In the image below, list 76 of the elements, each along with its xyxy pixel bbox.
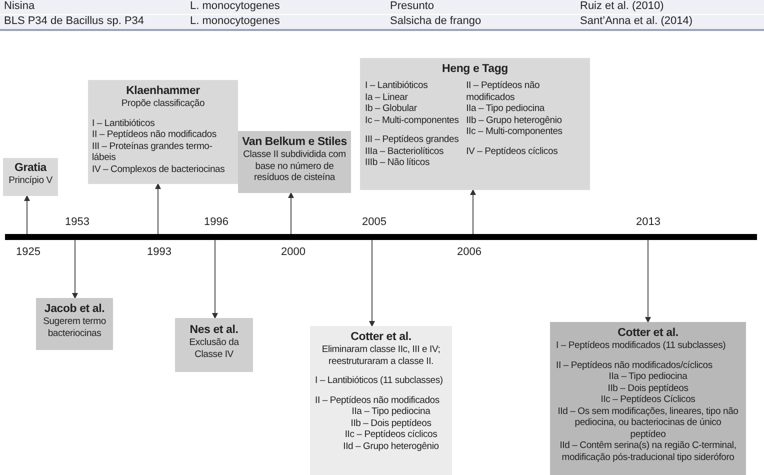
description-text: Sugerem termo bacteriocinas <box>42 316 107 339</box>
class-item: Ic – Multi-componentes <box>365 114 460 126</box>
class-item: IIb – Dois peptídeos <box>350 418 432 429</box>
year-label: 2005 <box>362 216 386 228</box>
author-heading: Gratia <box>13 161 48 175</box>
description-text: Exclusão da Classe IV <box>188 337 240 360</box>
author-heading: Van Belkum e Stiles <box>241 135 348 149</box>
year-label: 1996 <box>204 216 228 228</box>
author-heading: Klaenhammer <box>125 84 201 98</box>
table-cell-text: Presunto <box>390 0 434 12</box>
class-item: II – Peptídeos não modificados/cíclicos <box>556 360 714 371</box>
class-item: I – Peptídeos modificados (11 subclasses) <box>556 340 727 352</box>
class-item: IV – Peptídeos cíclicos <box>466 146 559 157</box>
class-item: I – Lantibióticos (11 subclasses) <box>315 375 444 386</box>
arrow <box>288 192 294 234</box>
class-item: I – Lantibióticos <box>365 80 429 92</box>
class-item: II – Peptídeos não modificados <box>315 394 440 406</box>
event-box <box>36 298 113 350</box>
author-heading: Jacob et al. <box>43 302 106 316</box>
class-item: IV – Complexos de bacteriocinas <box>92 164 226 175</box>
year-label: 2006 <box>457 246 482 258</box>
arrow <box>645 240 651 323</box>
arrow <box>24 195 30 234</box>
class-item: IIa – Tipo pediocina <box>350 406 432 418</box>
class-item: IIIa – Bacteriolíticos <box>365 146 444 157</box>
table-cell-text: L. monocytogenes <box>190 15 280 27</box>
year-label: 1925 <box>16 246 40 258</box>
arrow <box>72 240 78 299</box>
description-text: Propõe classificação <box>120 98 206 110</box>
class-item: Ia – Linear <box>365 92 409 103</box>
author-heading: Nes et al. <box>188 323 240 337</box>
year-label: 1993 <box>147 246 172 258</box>
table-cell-text: Salsicha de frango <box>390 15 482 27</box>
event-box <box>88 80 238 184</box>
class-item: IId – Grupo heterogênio <box>342 440 440 452</box>
event-box <box>3 158 58 196</box>
table-cell-text: Sant’Anna et al. (2014) <box>580 15 693 27</box>
year-label: 2013 <box>636 216 660 228</box>
class-item: Ib – Globular <box>365 103 418 114</box>
class-item: III – Proteínas grandes termo-lábeis <box>92 140 214 164</box>
author-heading: Heng e Tagg <box>441 62 509 76</box>
class-item: IIa – Tipo pediocina <box>608 371 688 382</box>
arrow <box>212 240 218 319</box>
arrow <box>369 240 375 327</box>
event-box <box>310 326 452 475</box>
table-cell-text: BLS P34 de Bacillus sp. P34 <box>4 15 144 27</box>
timeline-bar <box>5 234 757 240</box>
table-cell-text: Ruiz et al. (2010) <box>580 0 664 12</box>
class-item: IIc – Multi-componentes <box>466 126 564 138</box>
event-box <box>360 58 590 190</box>
arrow <box>155 183 161 234</box>
description-text: Princípio V <box>8 175 54 186</box>
arrow <box>470 189 476 234</box>
class-item: IIb – Grupo heterogênio <box>466 114 563 126</box>
event-box <box>550 322 746 475</box>
table-cell-text: Nisina <box>4 0 35 12</box>
class-item: IIb – Dois peptídeos <box>606 382 690 394</box>
class-item: II – Peptídeos não modificados <box>466 80 541 103</box>
table-cell-text: L. monocytogenes <box>190 0 280 12</box>
class-item: IIc – Peptídeos cíclicos <box>344 429 438 440</box>
class-item: I – Lantibióticos <box>92 118 156 129</box>
class-item: IId – Os sem modificações, lineares, tipo não pediocina, ou bacteriocinas de único peptídeo <box>556 406 740 440</box>
class-item: IIIb – Não líticos <box>365 157 431 168</box>
author-heading: Cotter et al. <box>616 326 680 340</box>
class-item: IIc – Peptídeos Cíclicos <box>600 394 696 406</box>
year-label: 1953 <box>65 216 90 228</box>
class-item: II – Peptídeos não modificados <box>92 129 218 140</box>
description-text: Eliminaram classe IIc, III e IV; reestruturaram a classe II. <box>320 344 442 367</box>
description-text: Classe II subdividida com base no número de resíduos de cisteína <box>242 149 347 184</box>
event-box <box>175 318 253 372</box>
event-box <box>238 131 351 193</box>
class-item: IIa – Tipo pediocina <box>466 103 546 114</box>
class-item: IId – Contêm serina(s) na região C-terminal, modificação pós-traducional tipo sideróforo <box>558 440 738 463</box>
class-item: III – Peptídeos grandes <box>365 134 460 146</box>
author-heading: Cotter et al. <box>350 330 412 344</box>
year-label: 2000 <box>281 246 306 258</box>
